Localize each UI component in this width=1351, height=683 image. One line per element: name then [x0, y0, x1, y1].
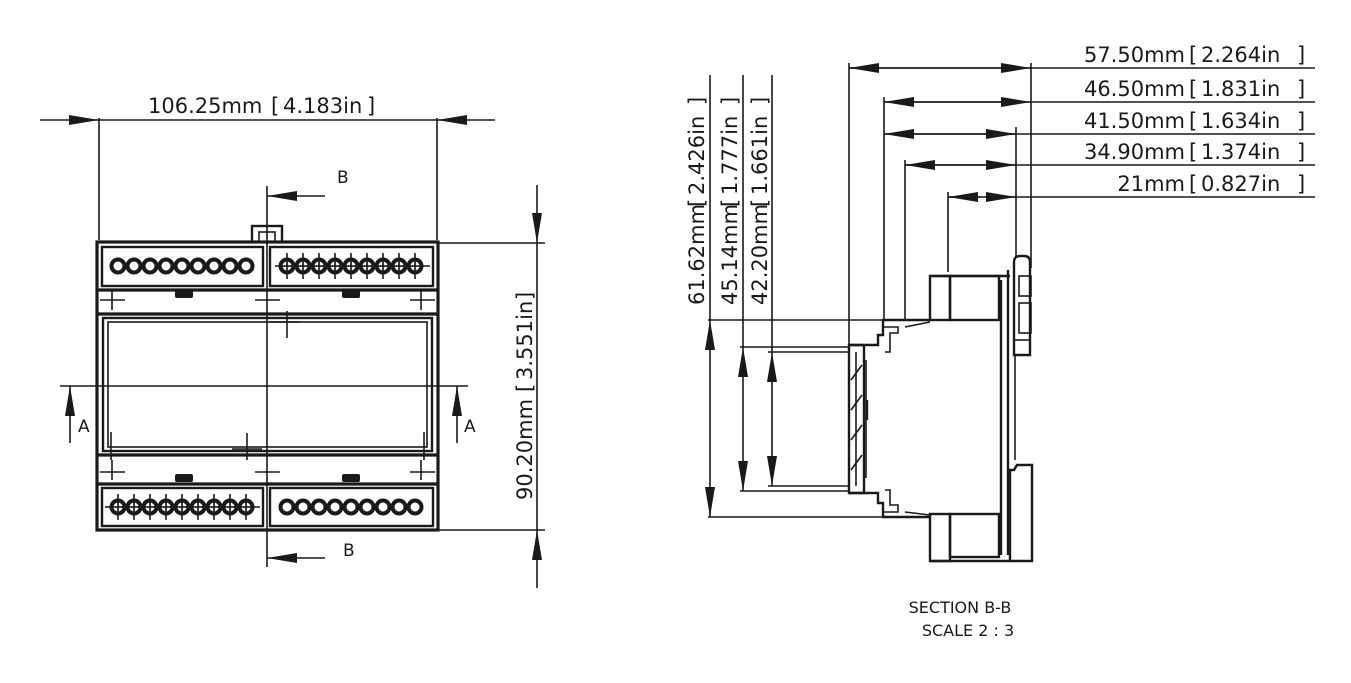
svg-text:A: A [78, 417, 90, 437]
svg-text:[: [ [685, 199, 709, 207]
height-dimension: 90.20mm [ 3.551in ] [437, 185, 545, 588]
section-marker-b-bottom: B [266, 528, 355, 567]
svg-text:[: [ [1189, 109, 1197, 133]
dim-41-50: 41.50mm [ 1.634in ] [1084, 109, 1305, 133]
svg-text:[: [ [748, 199, 772, 207]
svg-text:]: ] [685, 97, 709, 105]
svg-text:21mm: 21mm [1117, 172, 1185, 196]
terminal-block-bottom-right [278, 498, 424, 516]
dim-45-14: 45.14mm [ 1.777in ] [718, 97, 742, 305]
svg-text:[: [ [1189, 172, 1197, 196]
height-dimension-inch: 3.551in [513, 301, 537, 380]
svg-text:1.831in: 1.831in [1201, 77, 1280, 101]
dim-21: 21mm [ 0.827in ] [1117, 172, 1305, 196]
svg-text:B: B [343, 541, 355, 561]
width-dimension-label: 106.25mm [148, 94, 262, 118]
section-marker-a-right: A [452, 386, 476, 443]
svg-text:A: A [464, 417, 476, 437]
svg-text:0.827in: 0.827in [1201, 172, 1280, 196]
section-marker-b-top: B [266, 168, 349, 245]
module-body [95, 224, 440, 532]
svg-text:]: ] [748, 97, 772, 105]
dim-46-50: 46.50mm [ 1.831in ] [1084, 77, 1305, 101]
svg-text:34.90mm: 34.90mm [1084, 140, 1185, 164]
svg-text:]: ] [1297, 172, 1305, 196]
section-title: SECTION B-B [909, 598, 1012, 617]
svg-text:46.50mm: 46.50mm [1084, 77, 1185, 101]
svg-text:]: ] [367, 94, 375, 118]
svg-text:42.20mm: 42.20mm [748, 204, 772, 305]
svg-text:45.14mm: 45.14mm [718, 204, 742, 305]
section-scale: SCALE 2 : 3 [922, 621, 1014, 640]
svg-text:57.50mm: 57.50mm [1084, 43, 1185, 67]
vertical-dimensions: 61.62mm [ 2.426in ] 45.14mm [ 1.777in ] … [685, 75, 885, 518]
terminal-block-top-left [109, 257, 255, 275]
svg-text:]: ] [718, 97, 742, 105]
svg-text:]: ] [1297, 43, 1305, 67]
svg-text:1.374in: 1.374in [1201, 140, 1280, 164]
terminal-block-top-right [275, 251, 430, 281]
svg-text:[: [ [1189, 43, 1197, 67]
width-dimension: 106.25mm [ 4.183in ] [40, 94, 495, 240]
svg-text:2.264in: 2.264in [1201, 43, 1280, 67]
front-view: 106.25mm [ 4.183in ] 90.20mm [ 3.551in ] [40, 94, 545, 588]
svg-text:]: ] [1297, 77, 1305, 101]
svg-text:1.634in: 1.634in [1201, 109, 1280, 133]
dim-61-62: 61.62mm [ 2.426in ] [685, 97, 709, 305]
svg-text:[: [ [513, 384, 537, 392]
svg-text:]: ] [1297, 109, 1305, 133]
height-dimension-label: 90.20mm [513, 399, 537, 500]
horizontal-dimensions: 57.50mm [ 2.264in ] 46.50mm [ 1.831in ] … [848, 43, 1315, 345]
section-caption: SECTION B-B SCALE 2 : 3 [909, 598, 1015, 640]
section-marker-a-left: A [60, 385, 468, 443]
svg-text:[: [ [718, 199, 742, 207]
svg-text:B: B [337, 168, 349, 188]
svg-text:]: ] [513, 292, 537, 300]
section-profile [847, 254, 1034, 563]
svg-text:2.426in: 2.426in [685, 116, 709, 195]
svg-text:61.62mm: 61.62mm [685, 204, 709, 305]
svg-text:]: ] [1297, 140, 1305, 164]
section-view: 57.50mm [ 2.264in ] 46.50mm [ 1.831in ] … [685, 43, 1315, 640]
svg-text:1.777in: 1.777in [718, 116, 742, 195]
svg-text:[: [ [1189, 77, 1197, 101]
terminal-block-bottom-left [105, 492, 260, 522]
svg-text:[: [ [1189, 140, 1197, 164]
dim-34-90: 34.90mm [ 1.374in ] [1084, 140, 1305, 164]
dim-57-50: 57.50mm [ 2.264in ] [1084, 43, 1305, 67]
svg-text:[: [ [271, 94, 279, 118]
svg-text:41.50mm: 41.50mm [1084, 109, 1185, 133]
svg-text:1.661in: 1.661in [748, 116, 772, 195]
width-dimension-inch: 4.183in [283, 94, 362, 118]
dim-42-20: 42.20mm [ 1.661in ] [748, 97, 772, 305]
